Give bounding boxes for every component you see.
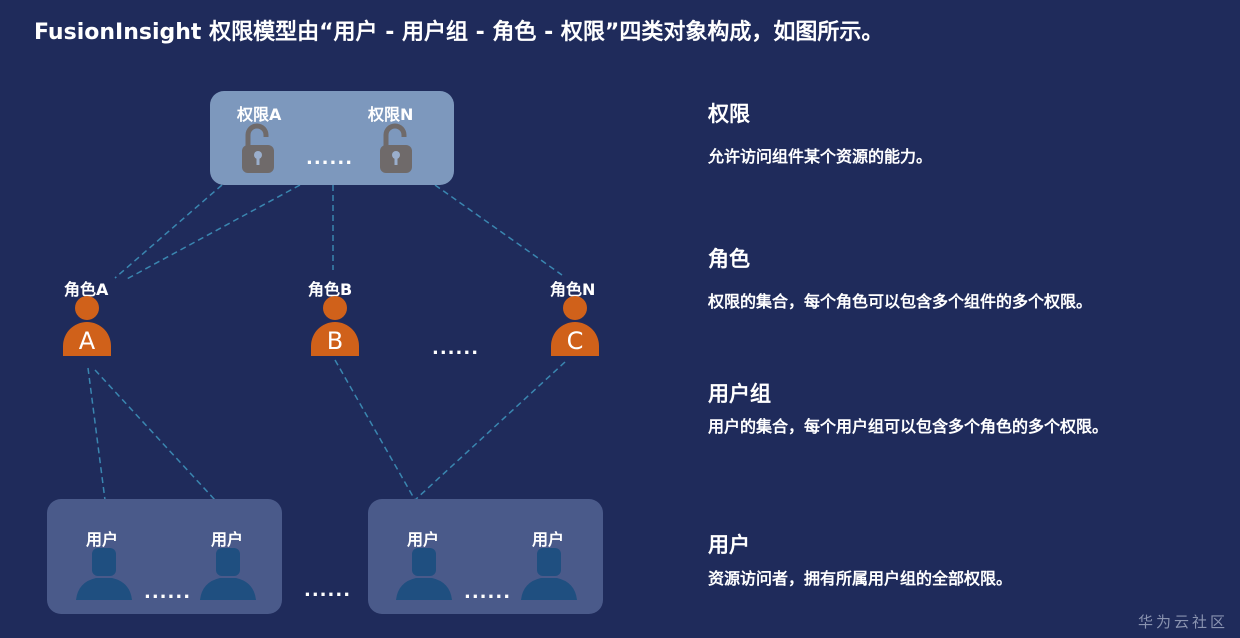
- user-group-description: 用户的集合，每个用户组可以包含多个角色的多个权限。: [708, 417, 1109, 436]
- role-a-icon: A: [63, 296, 111, 358]
- permission-n-label: 权限N: [368, 105, 414, 124]
- users-ellipsis: ......: [144, 582, 192, 603]
- connector-line: [114, 184, 223, 279]
- connector-line: [94, 369, 216, 501]
- connector-line: [87, 367, 106, 501]
- user-icon: [76, 548, 132, 600]
- roles-ellipsis: ......: [432, 338, 480, 359]
- groups-ellipsis: ......: [304, 580, 352, 601]
- user-icon: [200, 548, 256, 600]
- connector-line: [124, 184, 301, 281]
- user-label: 用户: [86, 530, 119, 549]
- user-icon: [521, 548, 577, 600]
- permissions-ellipsis: ......: [306, 148, 354, 169]
- user-group-heading: 用户组: [708, 382, 771, 406]
- role-heading: 角色: [708, 247, 750, 271]
- user-label: 用户: [407, 530, 440, 549]
- user-icon: [396, 548, 452, 600]
- permission-description: 允许访问组件某个资源的能力。: [708, 147, 933, 166]
- user-heading: 用户: [708, 533, 750, 557]
- role-b-icon: B: [311, 296, 359, 358]
- user-label: 用户: [532, 530, 565, 549]
- role-n-icon: C: [551, 296, 599, 358]
- users-ellipsis: ......: [464, 582, 512, 603]
- connector-line: [334, 359, 416, 501]
- watermark: 华为云社区: [1137, 613, 1228, 631]
- connector-line: [414, 361, 566, 501]
- user-description: 资源访问者，拥有所属用户组的全部权限。: [708, 569, 1013, 588]
- slide-title: FusionInsight 权限模型由“用户 - 用户组 - 角色 - 权限”四…: [34, 20, 884, 45]
- role-n-label: 角色N: [550, 280, 596, 299]
- permission-a-label: 权限A: [237, 105, 282, 124]
- connector-line: [434, 184, 563, 276]
- role-b-label: 角色B: [308, 280, 353, 299]
- role-a-label: 角色A: [64, 280, 109, 299]
- unlocked-lock-icon: [380, 123, 412, 173]
- user-label: 用户: [211, 530, 244, 549]
- role-description: 权限的集合，每个角色可以包含多个组件的多个权限。: [708, 292, 1093, 311]
- permission-heading: 权限: [708, 102, 750, 126]
- unlocked-lock-icon: [242, 123, 274, 173]
